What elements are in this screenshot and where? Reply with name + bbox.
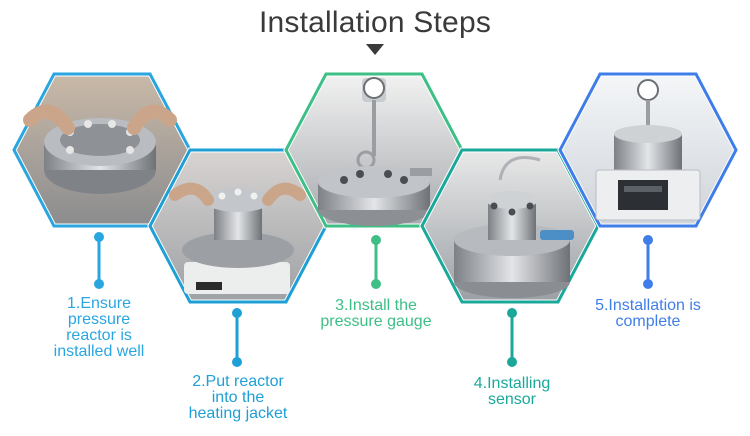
step-1-image	[11, 71, 193, 229]
step-1-label: 1.Ensure pressure reactor is installed w…	[30, 296, 168, 360]
step-1-line-4: installed well	[53, 343, 145, 360]
page-title: Installation Steps	[258, 6, 492, 39]
step-5-line-1: 5.Installation is	[595, 297, 701, 314]
connector-1	[94, 232, 104, 289]
step-1-line-1: 1.Ensure	[66, 295, 132, 312]
step-5-line-2: complete	[615, 313, 681, 330]
step-3-image	[283, 71, 465, 229]
step-4-image	[419, 147, 601, 305]
step-3-label: 3.Install the pressure gauge	[296, 298, 456, 330]
step-2-line-1: 2.Put reactor	[192, 373, 284, 390]
down-arrow-icon	[366, 44, 384, 55]
step-2-image	[147, 147, 329, 305]
step-3-line-1: 3.Install the	[335, 297, 417, 314]
step-4-line-2: sensor	[487, 391, 537, 408]
step-4-label: 4.Installing sensor	[442, 376, 582, 408]
connector-5	[643, 235, 653, 289]
connector-4	[507, 308, 517, 367]
step-2-label: 2.Put reactor into the heating jacket	[165, 374, 311, 422]
step-1-line-2: pressure	[67, 311, 131, 328]
step-5-label: 5.Installation is complete	[568, 298, 728, 330]
connector-2	[232, 308, 242, 367]
connector-3	[371, 235, 381, 289]
step-2-line-3: heating jacket	[188, 405, 288, 422]
step-4-line-1: 4.Installing	[473, 375, 551, 392]
step-2-line-2: into the	[211, 389, 265, 406]
step-1-line-3: reactor is	[66, 327, 132, 344]
step-3-line-2: pressure gauge	[320, 313, 432, 330]
step-5-image	[557, 71, 739, 229]
